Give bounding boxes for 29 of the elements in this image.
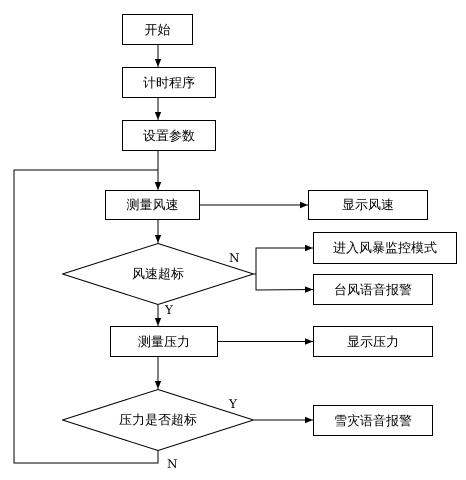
arrow [254,244,314,274]
process-box: 开始 [122,14,193,45]
edge-label: Y [228,398,238,411]
process-box: 计时程序 [122,67,216,98]
process-box: 测量风速 [105,190,200,220]
decision-diamond [62,389,254,451]
arrow [218,338,314,345]
process-box: 雪灾语音报警 [313,405,433,436]
arrow [254,274,314,293]
decision-diamond [62,243,254,305]
arrow [154,304,162,326]
edge-label: N [228,252,240,265]
arrow [154,220,162,244]
process-box: 进入风暴监控模式 [313,232,457,264]
arrow [14,170,162,464]
arrow [154,356,162,390]
process-box: 显示压力 [313,326,433,357]
arrow [154,98,162,120]
process-box: 显示风速 [308,190,428,220]
process-box: 台风语音报警 [313,274,433,305]
arrow [200,202,308,208]
edge-label: N [166,458,178,471]
arrow [154,44,162,68]
edge-label: Y [164,304,174,317]
decision-text: 风速超标 [132,266,184,283]
process-box: 设置参数 [122,120,216,151]
process-box: 测量压力 [110,326,218,357]
arrow [254,416,314,424]
decision-text: 压力是否超标 [119,412,197,429]
